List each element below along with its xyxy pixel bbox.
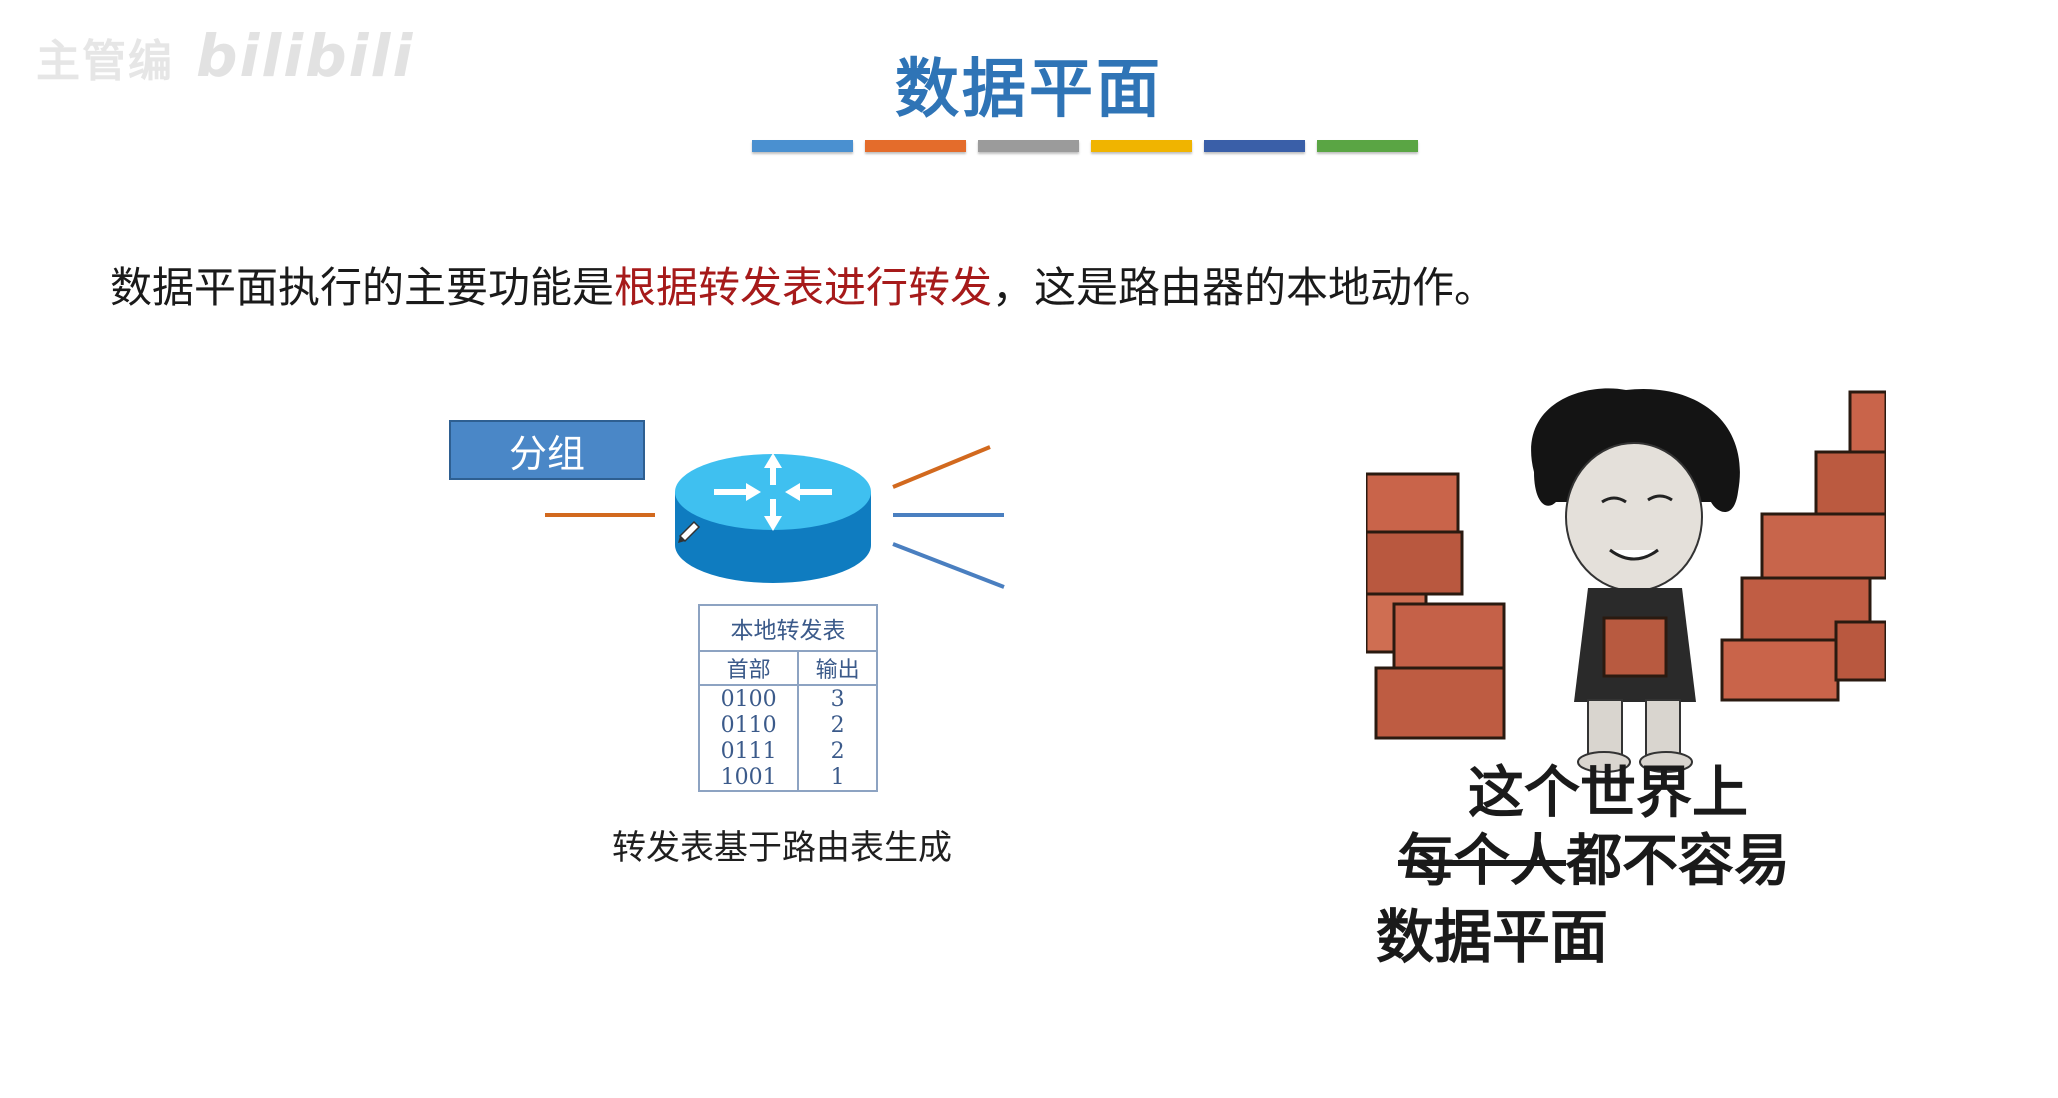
meme-image [1366, 388, 1886, 773]
forwarding-table: 本地转发表 首部 输出 0100 3 0110 2 0111 2 1001 1 [697, 604, 878, 794]
table-cell: 2 [797, 738, 878, 764]
title-bar-segment [978, 140, 1079, 152]
title-bar-segment [1317, 140, 1418, 152]
title-bar-segment [752, 140, 853, 152]
outgoing-link-3 [892, 542, 1005, 589]
brick-wall-right [1720, 390, 1886, 702]
packet-label: 分组 [449, 420, 645, 480]
forwarding-table-title: 本地转发表 [698, 604, 878, 650]
table-header-output: 输出 [797, 650, 878, 686]
meme-line2-rest: 都不容易 [1566, 829, 1790, 894]
table-row: 1001 1 [697, 764, 878, 792]
table-cell: 3 [797, 685, 878, 712]
brick-wall-left [1366, 472, 1506, 740]
table-cell: 0100 [697, 685, 800, 712]
title-bar-segment [1204, 140, 1305, 152]
table-cell: 0111 [697, 738, 800, 764]
meme-caption-line1: 这个世界上 [1468, 761, 1748, 826]
table-row: 0111 2 [697, 738, 878, 764]
table-caption: 转发表基于路由表生成 [612, 828, 952, 868]
title-bar-segment [865, 140, 966, 152]
table-cell: 0110 [697, 712, 800, 738]
pencil-icon [678, 520, 701, 543]
title-color-bar [752, 140, 1418, 152]
table-cell: 2 [797, 712, 878, 738]
table-row: 0110 2 [697, 712, 878, 738]
title-bar-segment [1091, 140, 1192, 152]
meme-struck-text: 每个人 [1398, 829, 1566, 894]
watermark-brand: bilibili [196, 22, 415, 90]
table-row: 0100 3 [697, 685, 878, 712]
intro-before: 数据平面执行的主要功能是 [110, 263, 615, 312]
intro-after: ，这是路由器的本地动作。 [992, 263, 1497, 312]
intro-highlight: 根据转发表进行转发 [614, 263, 993, 312]
watermark-text: 主管编 [36, 36, 174, 87]
meme-caption-line3: 数据平面 [1376, 903, 1609, 971]
page-title: 数据平面 [895, 53, 1163, 127]
table-cell: 1001 [697, 764, 800, 792]
table-header-prefix: 首部 [697, 650, 800, 686]
intro-sentence: 数据平面执行的主要功能是根据转发表进行转发，这是路由器的本地动作。 [110, 254, 1496, 315]
meme-character [1531, 388, 1740, 773]
router-icon [675, 453, 871, 583]
table-cell: 1 [797, 764, 878, 792]
watermark: 主管编 bilibili [36, 22, 414, 90]
outgoing-link-1 [892, 445, 991, 489]
meme-caption-line2: 每个人都不容易 [1398, 816, 1790, 897]
